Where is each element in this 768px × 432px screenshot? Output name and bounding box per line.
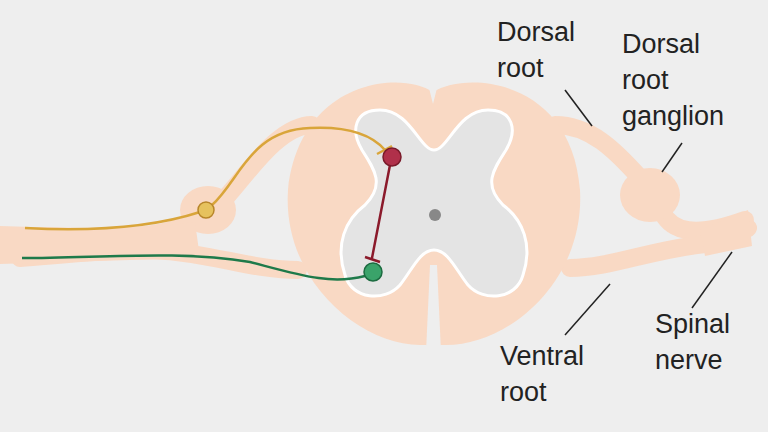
part-label: Dorsal root — [497, 14, 609, 86]
part-label: Spinal nerve — [655, 306, 767, 378]
motor-neuron-body — [364, 263, 382, 281]
motor-neuron-axon — [22, 255, 365, 279]
part-label: Ventral root — [500, 338, 612, 410]
part-label: Dorsal root ganglion — [622, 26, 734, 134]
spinal-nerve-right — [700, 210, 752, 256]
central-canal — [429, 209, 441, 221]
sensory-neuron — [25, 128, 392, 229]
ventral-fissure — [426, 265, 441, 352]
interneuron-axon — [365, 165, 390, 262]
sensory-cell-body — [198, 202, 214, 218]
ganglion-right — [620, 168, 680, 222]
dorsal-sulcus — [428, 84, 438, 104]
interneuron-body — [383, 148, 401, 166]
